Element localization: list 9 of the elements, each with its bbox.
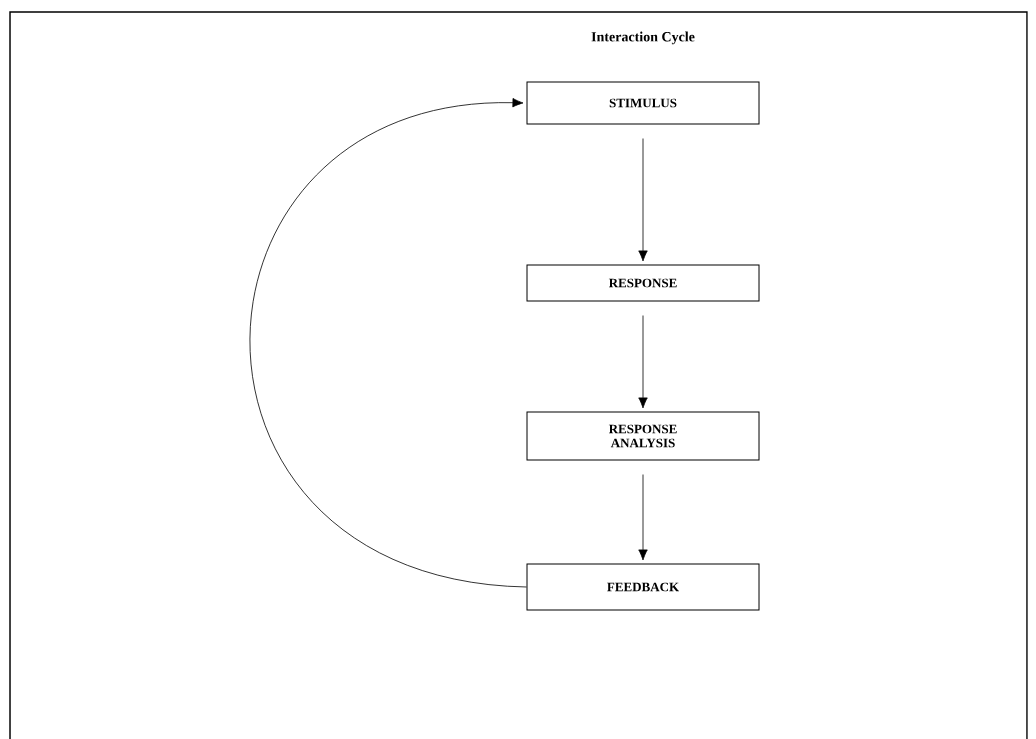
process-box: RESPONSE ANALYSIS — [526, 411, 760, 461]
title: Interaction Cycle — [591, 31, 695, 45]
arrow — [249, 98, 527, 588]
process-box: STIMULUS — [526, 81, 760, 125]
arrow — [638, 138, 648, 262]
arrow — [638, 474, 648, 561]
arrow — [638, 315, 648, 409]
process-box: FEEDBACK — [526, 563, 760, 611]
process-box: RESPONSE — [526, 264, 760, 302]
